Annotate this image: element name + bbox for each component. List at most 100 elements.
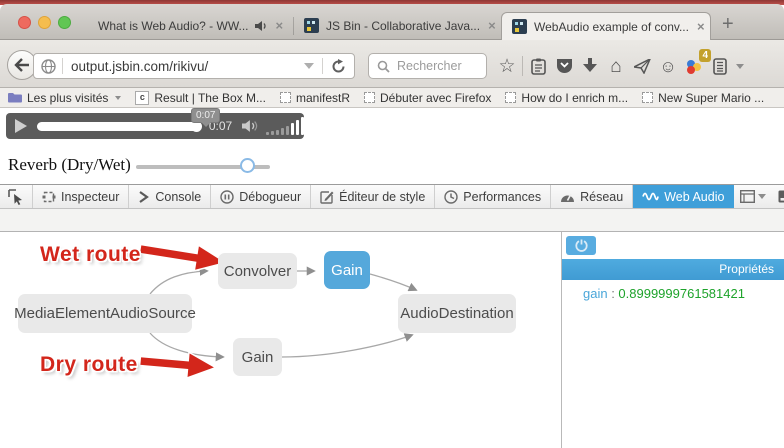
toolbar-icons: ☆ ⌂ ☺	[494, 48, 784, 82]
tab-close-icon[interactable]: ×	[275, 18, 284, 33]
web-audio-waveform-icon	[642, 192, 660, 201]
tab-separator	[293, 17, 294, 35]
frame-select-button[interactable]	[734, 190, 772, 203]
edge-gain-destination	[369, 273, 418, 292]
network-icon	[561, 193, 575, 202]
urlbar-separator	[62, 58, 63, 74]
devtools-tab-debogueur[interactable]: Débogueur	[211, 185, 312, 208]
overflow-chevron-icon[interactable]	[736, 63, 744, 69]
downloads-icon[interactable]	[577, 58, 603, 74]
search-input[interactable]	[395, 58, 483, 74]
debugger-icon	[220, 189, 234, 204]
zoom-window-button[interactable]	[58, 16, 71, 29]
frame-select-icon	[740, 190, 756, 203]
node-gain-wet-selected[interactable]: Gain	[324, 251, 370, 289]
bypass-node-button[interactable]	[566, 236, 596, 255]
search-bar[interactable]	[368, 53, 487, 79]
play-button[interactable]	[15, 119, 27, 133]
urlbar-dropdown-icon[interactable]	[304, 63, 314, 69]
send-tab-icon[interactable]	[629, 58, 655, 74]
devtools-tab-label: Console	[155, 189, 202, 204]
extension-badge: 4	[699, 48, 711, 62]
home-icon[interactable]: ⌂	[610, 55, 622, 77]
jsbin-favicon	[512, 19, 527, 34]
property-row[interactable]: gain : 0.8999999761581421	[583, 286, 745, 301]
bookmark-label: How do I enrich m...	[521, 90, 629, 105]
volume-control[interactable]	[266, 117, 304, 135]
bookmark-most-visited[interactable]: Les plus visités	[8, 90, 122, 105]
pocket-icon[interactable]	[551, 58, 577, 74]
devtools-tab-label: Web Audio	[664, 189, 725, 204]
bookmark-star-icon[interactable]: ☆	[498, 55, 516, 77]
tab-jsbin[interactable]: JS Bin - Collaborative Java... ×	[298, 11, 504, 40]
url-text[interactable]: output.jsbin.com/rikivu/	[71, 58, 209, 74]
tab-audio-playing-icon[interactable]	[254, 20, 268, 32]
node-audio-destination[interactable]: AudioDestination	[398, 294, 516, 333]
search-icon	[377, 60, 390, 73]
edge-gaindry-destination	[281, 333, 414, 358]
tab-webaudio-example-active[interactable]: WebAudio example of conv... ×	[501, 12, 711, 40]
default-favicon	[279, 92, 291, 103]
reverb-slider-label: Reverb (Dry/Wet)	[8, 155, 131, 174]
bookmark-result-the-box[interactable]: c Result | The Box M...	[135, 90, 266, 105]
url-bar[interactable]: output.jsbin.com/rikivu/	[33, 53, 355, 79]
devtools-tab-performances[interactable]: Performances	[435, 185, 552, 208]
devtools-tab-web-audio-active[interactable]: Web Audio	[633, 185, 735, 208]
default-favicon	[505, 92, 517, 103]
split-console-button[interactable]	[772, 190, 784, 203]
bookmark-label: New Super Mario ...	[658, 90, 765, 105]
dry-route-annotation: Dry route	[40, 353, 138, 376]
bookmarks-menu-icon[interactable]	[525, 58, 551, 75]
close-window-button[interactable]	[18, 16, 31, 29]
devtools-tab-console[interactable]: Console	[129, 185, 212, 208]
bookmark-how-do-i-enrich[interactable]: How do I enrich m...	[505, 91, 628, 105]
tab-title: What is Web Audio? - WW...	[98, 18, 249, 33]
devtools-tab-label: Inspecteur	[61, 189, 120, 204]
tab-close-icon[interactable]: ×	[488, 18, 496, 33]
audio-player[interactable]: 0:07 0:07	[6, 108, 304, 139]
web-audio-editor: Wet route Dry route MediaElementAudioSou…	[0, 232, 784, 448]
feedback-smiley-icon[interactable]: ☺	[659, 56, 677, 76]
bookmark-debuter-firefox[interactable]: Débuter avec Firefox	[364, 91, 491, 105]
background-window-edge	[0, 0, 784, 5]
tab-what-is-web-audio[interactable]: What is Web Audio? - WW... ×	[90, 11, 298, 40]
new-tab-button[interactable]: +	[722, 13, 734, 35]
node-label: Gain	[331, 261, 363, 279]
node-gain-dry[interactable]: Gain	[233, 338, 282, 376]
folder-dropdown-icon	[115, 95, 122, 100]
devtools-tab-label: Réseau	[580, 189, 624, 204]
back-arrow-icon	[14, 58, 29, 72]
bookmark-manifestr[interactable]: manifestR	[279, 91, 350, 105]
reverb-slider-track[interactable]	[136, 165, 270, 169]
minimize-window-button[interactable]	[38, 16, 51, 29]
node-media-element-audio-source[interactable]: MediaElementAudioSource	[14, 294, 196, 333]
bookmark-label: Les plus visités	[27, 90, 109, 105]
reader-sidebar-icon[interactable]	[707, 57, 733, 75]
node-convolver[interactable]: Convolver	[218, 253, 297, 289]
devtools-tab-inspecteur[interactable]: Inspecteur	[33, 185, 130, 208]
mute-speaker-icon[interactable]	[242, 119, 259, 133]
reload-icon[interactable]	[331, 58, 346, 74]
site-identity-globe-icon[interactable]	[41, 58, 56, 74]
node-label: Gain	[241, 348, 274, 366]
reverb-slider-thumb[interactable]	[240, 158, 255, 173]
toolbar-separator	[522, 56, 523, 76]
audio-graph: Wet route Dry route MediaElementAudioSou…	[0, 232, 561, 448]
jsbin-favicon	[304, 18, 319, 33]
bookmark-new-super-mario[interactable]: New Super Mario ...	[642, 91, 764, 105]
edge-source-convolver	[149, 266, 209, 295]
extension-icon[interactable]: 4	[681, 48, 711, 75]
property-value[interactable]: 0.8999999761581421	[618, 286, 745, 301]
devtools-tab-reseau[interactable]: Réseau	[551, 185, 634, 208]
bookmark-label: Débuter avec Firefox	[380, 90, 492, 105]
tab-close-icon[interactable]: ×	[696, 19, 705, 34]
seek-thumb[interactable]	[190, 120, 202, 132]
back-button[interactable]	[7, 50, 37, 80]
pick-element-button[interactable]	[0, 185, 33, 208]
devtools-tab-editeur-de-style[interactable]: Éditeur de style	[311, 185, 436, 208]
devtools-toolbar: Inspecteur Console Débogueur Éditeur de …	[0, 184, 784, 209]
wet-route-arrow	[138, 243, 228, 272]
node-label: AudioDestination	[400, 305, 514, 322]
property-separator: :	[607, 286, 619, 301]
seek-bar[interactable]	[37, 120, 202, 132]
